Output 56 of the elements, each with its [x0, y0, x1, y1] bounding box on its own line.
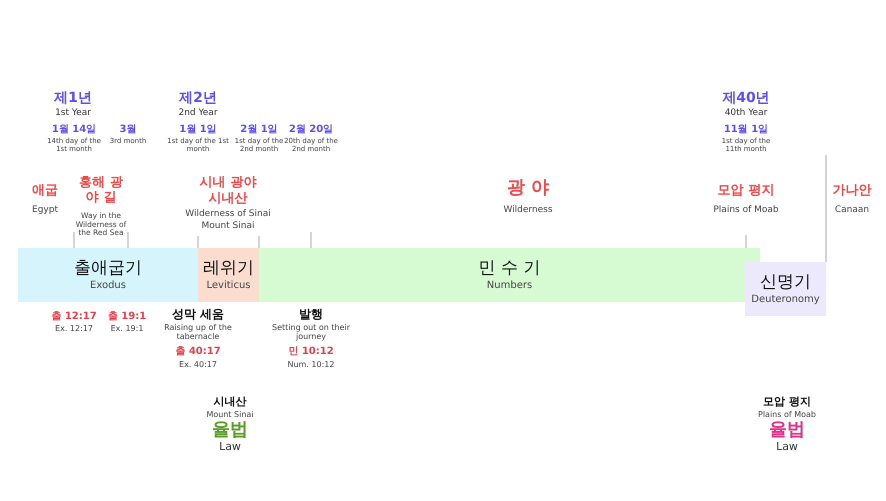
- book-caption: Leviticus: [206, 278, 250, 292]
- place-caption: Plains of Moab: [757, 410, 817, 420]
- year-heading: 제40년: [721, 90, 771, 106]
- place-caption: Mount Sinai: [205, 410, 255, 420]
- date-label: 1월 1일: [178, 124, 218, 136]
- place-name: 광 야: [506, 178, 550, 199]
- event-title: 발행: [298, 308, 324, 322]
- place-heading: 모압 평지: [762, 396, 812, 409]
- book-caption: Numbers: [486, 278, 532, 292]
- year-caption: 1st Year: [54, 108, 92, 118]
- date-label: 11월 1일: [722, 124, 770, 136]
- verse-reference: 출 40:17: [174, 346, 222, 358]
- book-band: [198, 248, 259, 302]
- book-title: 민 수 기: [478, 258, 540, 279]
- year-heading: 제1년: [52, 90, 93, 106]
- verse-caption: Ex. 12:17: [54, 324, 94, 334]
- place-caption: Wilderness of Sinai: [184, 209, 272, 220]
- book-band: [745, 262, 826, 316]
- law-caption: Law: [218, 441, 242, 454]
- place-name: 애굽: [31, 184, 59, 199]
- place-name: 시내산: [208, 192, 248, 207]
- year-caption: 2nd Year: [177, 108, 219, 118]
- year-heading: 제2년: [178, 90, 218, 106]
- verse-caption: Ex. 40:17: [178, 360, 218, 370]
- place-name: 가나안: [832, 184, 872, 199]
- law-heading: 율법: [768, 420, 806, 441]
- book-title: 레위기: [203, 258, 254, 279]
- date-label: 2월 1일: [239, 124, 279, 136]
- date-label: 1월 14일: [50, 124, 98, 136]
- book-title: 신명기: [760, 272, 811, 293]
- place-caption: Egypt: [31, 205, 59, 216]
- verse-reference: 출 12:17: [50, 311, 98, 322]
- book-caption: Exodus: [90, 278, 126, 292]
- verse-caption: Num. 10:12: [286, 360, 336, 370]
- verse-reference: 출 19:1: [107, 311, 147, 322]
- place-caption: Wilderness: [502, 205, 554, 216]
- date-label: 2월 20일: [288, 124, 334, 136]
- place-heading: 시내산: [212, 396, 248, 409]
- law-caption: Law: [775, 441, 799, 454]
- place-name: 모압 평지: [716, 184, 776, 199]
- place-caption: Plains of Moab: [712, 205, 780, 216]
- place-caption: Canaan: [834, 205, 870, 216]
- place-name: 홍해 광야 길: [78, 176, 124, 206]
- place-caption: Mount Sinai: [200, 221, 256, 232]
- event-caption: Raising up of the tabernacle: [163, 323, 233, 342]
- book-band: [18, 248, 198, 302]
- book-caption: Deuteronomy: [751, 292, 820, 306]
- verse-caption: Ex. 19:1: [110, 324, 144, 334]
- year-caption: 40th Year: [724, 108, 768, 118]
- law-heading: 율법: [211, 420, 249, 441]
- verse-reference: 민 10:12: [287, 346, 335, 358]
- place-name: 시내 광야: [198, 176, 258, 191]
- date-label: 3월: [118, 124, 138, 136]
- event-caption: Setting out on their journey: [271, 323, 351, 342]
- book-title: 출애굽기: [74, 258, 142, 279]
- event-title: 성막 세움: [170, 308, 226, 322]
